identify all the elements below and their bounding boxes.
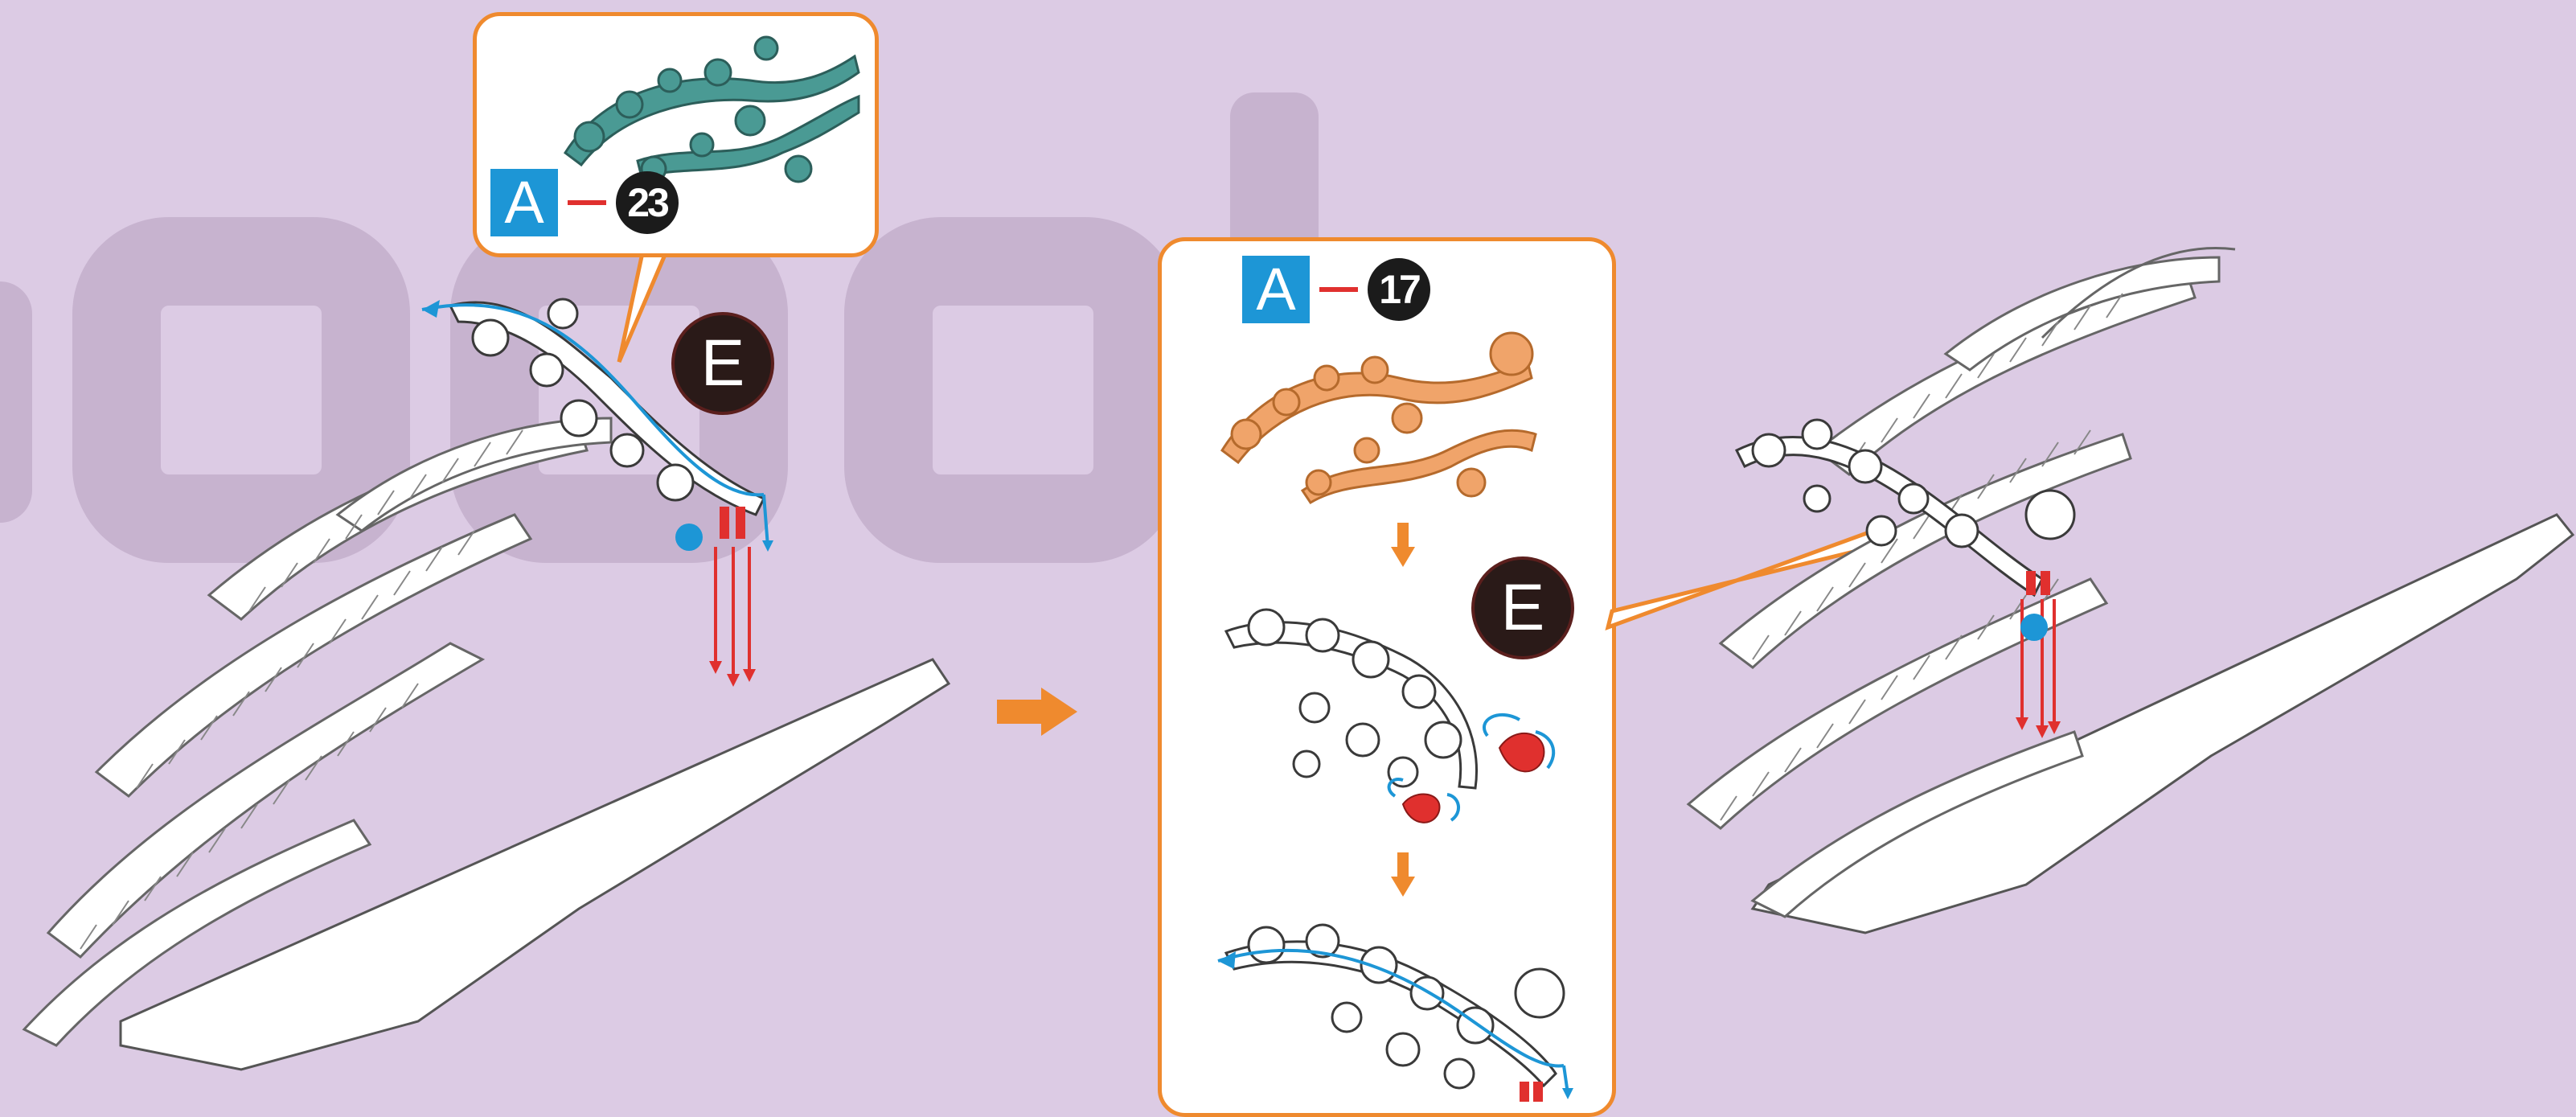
left-callout: A 23 — [473, 12, 879, 257]
badge-e-middle: E — [1471, 556, 1574, 659]
part-23-illustration — [563, 35, 860, 183]
part-number-badge: 17 — [1368, 258, 1430, 321]
badge-e-left: E — [671, 312, 774, 415]
blue-dot-icon — [2020, 614, 2048, 641]
tag-dash — [1319, 287, 1358, 292]
right-paper-model — [1605, 247, 2575, 934]
down-arrow-icon — [1391, 852, 1415, 897]
tag-dash — [568, 200, 606, 205]
blue-dot-icon — [675, 524, 703, 551]
part-letter-tag: A — [490, 169, 558, 236]
final-step-illustration — [1217, 923, 1573, 1102]
middle-callout: A 17 — [1158, 237, 1616, 1117]
part-letter-tag: A — [1242, 256, 1310, 323]
part-17-illustration — [1220, 331, 1537, 505]
assembly-step-illustration — [1224, 608, 1556, 823]
part-number-badge: 23 — [616, 171, 679, 234]
left-paper-model — [22, 247, 951, 1071]
next-step-arrow-icon — [997, 688, 1077, 736]
down-arrow-icon — [1391, 523, 1415, 567]
